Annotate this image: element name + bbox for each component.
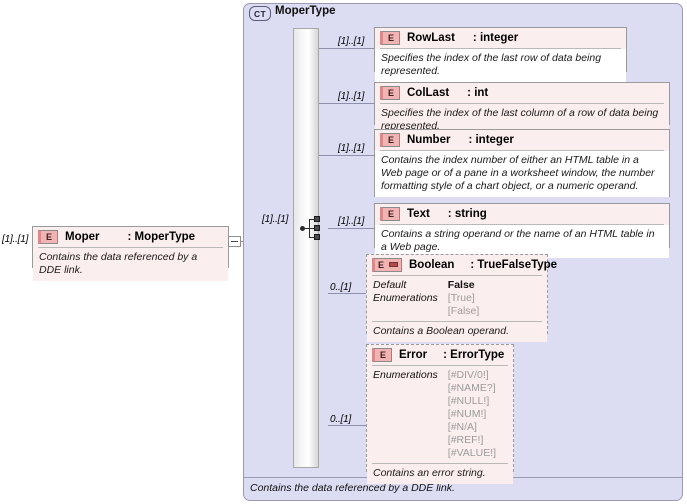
element-type-moper: : MoperType <box>127 231 196 243</box>
element-header-moper: E Moper : MoperType <box>33 227 228 247</box>
element-name-collast: ColLast <box>407 87 450 99</box>
facet-enum-value: [#N/A] <box>447 421 477 433</box>
divider <box>372 365 508 366</box>
divider <box>372 275 542 276</box>
element-name-boolean: Boolean <box>409 259 455 271</box>
element-name-error: Error <box>399 349 428 361</box>
facet-values-boolean: False [True] [False] <box>448 279 480 318</box>
choice-line <box>309 219 315 220</box>
element-icon: E <box>372 348 392 362</box>
element-box-text[interactable]: E Text : string Contains a string operan… <box>374 203 670 258</box>
element-icon: E <box>380 31 400 45</box>
element-name-moper: Moper <box>65 231 100 243</box>
facet-enum-value: [#NAME?] <box>447 382 496 394</box>
element-header-error: E Error : ErrorType <box>367 345 513 365</box>
element-box-collast[interactable]: E ColLast : int Specifies the index of t… <box>374 82 670 137</box>
facet-labels-boolean: Default Enumerations <box>373 279 438 318</box>
cardinality-number: [1]..[1] <box>338 143 365 154</box>
branch-line-error <box>328 425 366 426</box>
element-type-text: : string <box>447 208 487 220</box>
element-name-rowlast: RowLast <box>407 32 455 44</box>
element-name-text: Text <box>407 208 430 220</box>
cardinality-boolean: 0..[1] <box>330 282 352 293</box>
choice-square <box>314 234 320 240</box>
element-doc-boolean: Contains a Boolean operand. <box>367 322 547 342</box>
element-header-boolean: E Boolean : TrueFalseType <box>367 255 557 275</box>
facet-enum-value: [#VALUE!] <box>447 447 497 459</box>
facet-values-error: [#DIV/0!] [#NAME?] [#NULL!] [#NUM!] [#N/… <box>448 369 496 460</box>
divider <box>38 247 223 248</box>
complextype-doc: Contains the data referenced by a DDE li… <box>250 482 455 494</box>
element-header-collast: E ColLast : int <box>375 83 669 103</box>
facet-label-enumerations: Enumerations <box>373 369 438 381</box>
choice-line <box>309 228 315 229</box>
element-type-rowlast: : integer <box>472 32 519 44</box>
element-doc-text: Contains a string operand or the name of… <box>375 225 669 258</box>
minus-icon <box>231 241 238 242</box>
facet-default-value: False <box>447 279 475 291</box>
element-box-moper[interactable]: E Moper : MoperType Contains the data re… <box>32 226 229 281</box>
facet-enum-value: [True] <box>447 292 475 304</box>
cardinality-collast: [1]..[1] <box>338 91 365 102</box>
element-doc-moper: Contains the data referenced by a DDE li… <box>33 248 228 281</box>
divider <box>380 48 621 49</box>
facet-table-boolean: Default Enumerations False [True] [False… <box>367 276 547 321</box>
element-type-collast: : int <box>467 87 489 99</box>
divider <box>380 103 664 104</box>
model-group-bar <box>293 28 319 468</box>
choice-square <box>314 216 320 222</box>
divider <box>380 150 664 151</box>
facet-label-enumerations: Enumerations <box>373 292 438 304</box>
facet-table-error: Enumerations [#DIV/0!] [#NAME?] [#NULL!]… <box>367 366 513 463</box>
element-box-error[interactable]: E Error : ErrorType Enumerations [#DIV/0… <box>366 344 514 484</box>
collapse-toggle-moper[interactable] <box>228 236 241 247</box>
facet-enum-value: [#NULL!] <box>447 395 490 407</box>
complextype-badge: CT <box>249 6 271 21</box>
root-cardinality: [1]..[1] <box>2 234 29 245</box>
element-icon: E <box>380 86 400 100</box>
element-doc-rowlast: Specifies the index of the last row of d… <box>375 49 626 82</box>
element-header-text: E Text : string <box>375 204 669 224</box>
facet-enum-value: [#NUM!] <box>447 408 487 420</box>
element-icon: E <box>380 133 400 147</box>
choice-dot <box>300 226 305 231</box>
branch-line-rowlast <box>319 48 374 49</box>
element-icon: E <box>38 230 58 244</box>
branch-line-text <box>328 228 374 229</box>
element-type-boolean: : TrueFalseType <box>470 259 558 271</box>
cardinality-error: 0..[1] <box>330 414 352 425</box>
element-type-error: : ErrorType <box>443 349 505 361</box>
element-doc-number: Contains the index number of either an H… <box>375 151 669 197</box>
element-doc-error: Contains an error string. <box>367 464 513 484</box>
divider <box>372 463 508 464</box>
choice-cardinality: [1]..[1] <box>262 214 289 225</box>
element-box-boolean[interactable]: E Boolean : TrueFalseType Default Enumer… <box>366 254 557 342</box>
default-dash-icon <box>389 262 398 267</box>
facet-enum-value: [#DIV/0!] <box>447 369 489 381</box>
complextype-title: MoperType <box>275 5 336 17</box>
choice-line <box>304 228 310 229</box>
branch-line-boolean <box>328 293 366 294</box>
element-header-rowlast: E RowLast : integer <box>375 28 626 48</box>
divider <box>372 321 542 322</box>
cardinality-text: [1]..[1] <box>338 216 365 227</box>
element-icon: E <box>380 207 400 221</box>
choice-line <box>309 237 315 238</box>
element-box-rowlast[interactable]: E RowLast : integer Specifies the index … <box>374 27 627 82</box>
branch-line-collast <box>319 103 374 104</box>
element-header-number: E Number : integer <box>375 130 669 150</box>
choice-node-icon[interactable] <box>300 216 328 242</box>
facet-enum-value: [#REF!] <box>447 434 484 446</box>
facet-labels-error: Enumerations <box>373 369 438 460</box>
cardinality-rowlast: [1]..[1] <box>338 36 365 47</box>
divider <box>380 224 664 225</box>
element-name-number: Number <box>407 134 451 146</box>
element-type-number: : integer <box>468 134 514 146</box>
element-box-number[interactable]: E Number : integer Contains the index nu… <box>374 129 670 197</box>
facet-enum-value: [False] <box>447 305 480 317</box>
facet-label-default: Default <box>373 279 407 291</box>
element-default-icon: E <box>372 258 402 272</box>
branch-line-number <box>319 155 374 156</box>
choice-square <box>314 225 320 231</box>
